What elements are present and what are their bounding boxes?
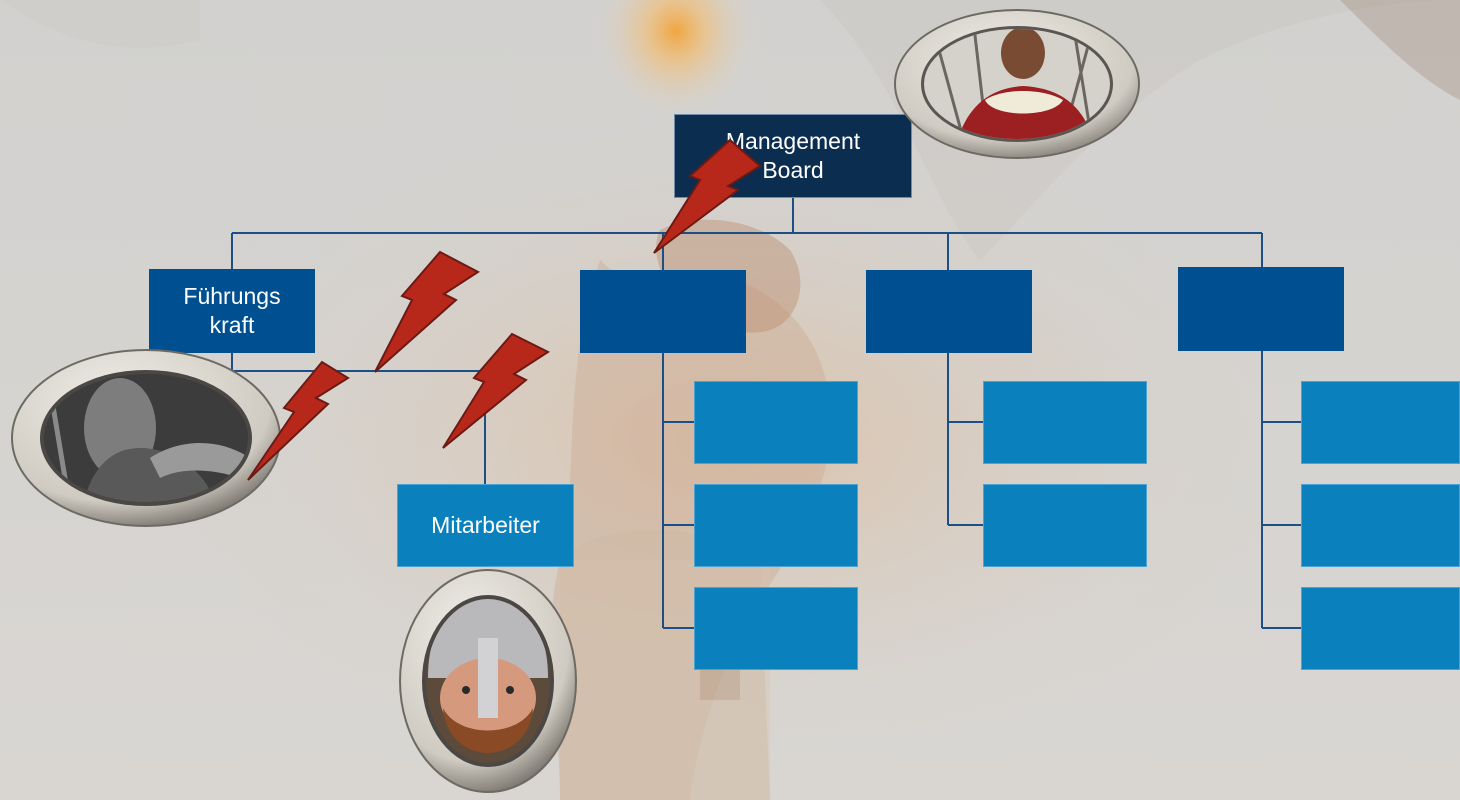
node-level3-box [983,381,1147,464]
node-level2-box [1178,267,1344,351]
node-level3-box [1301,484,1460,567]
node-level3-box [694,381,858,464]
node-level3-box [694,484,858,567]
node-level3-box [1301,381,1460,464]
connector-column-2 [662,352,695,629]
node-management-board: Management Board [674,114,912,198]
node-level2-box [866,270,1032,353]
connector-column-4 [1261,350,1302,629]
node-level3-box [694,587,858,670]
node-management-board-label: Management Board [725,128,861,183]
connector-column-3 [947,352,984,526]
node-fuehrungskraft-label: Führungs kraft [183,283,281,338]
node-fuehrungskraft: Führungs kraft [149,269,315,353]
node-mitarbeiter-label: Mitarbeiter [431,512,540,539]
node-mitarbeiter: Mitarbeiter [397,484,574,567]
viking-portrait [399,569,577,793]
knight-portrait [11,349,281,527]
node-level3-box [983,484,1147,567]
node-level3-box [1301,587,1460,670]
node-level2-box [580,270,746,353]
king-portrait [894,9,1140,159]
